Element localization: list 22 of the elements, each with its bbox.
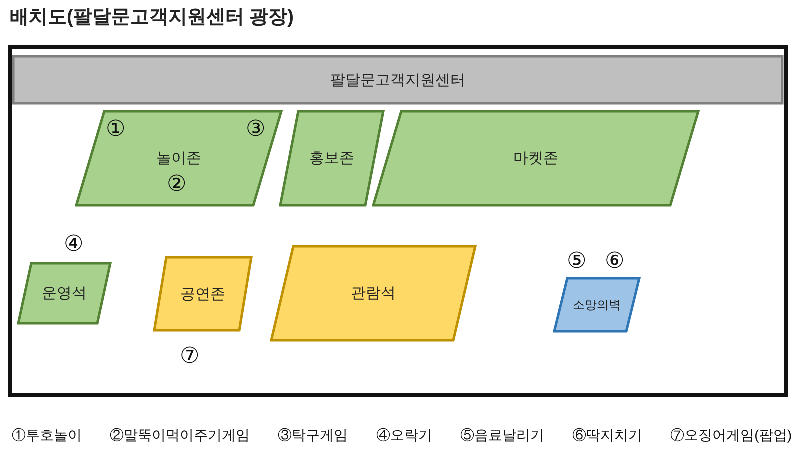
callout-number: ④	[64, 233, 84, 255]
key-text: ②말뚝이먹이주기게임	[110, 426, 250, 444]
key-text: ③탁구게임	[278, 426, 348, 444]
key-text: ①투호놀이	[12, 426, 82, 444]
key-text: ⑥딱지치기	[572, 426, 643, 444]
site-frame	[8, 45, 788, 397]
zone-area: 관람석	[270, 245, 477, 342]
zone-area: 공연존	[153, 256, 253, 332]
zone-area: 홍보존	[279, 110, 385, 207]
key-text: ④오락기	[376, 426, 432, 444]
callout-number: ⑥	[605, 250, 625, 272]
callout-number: ①	[106, 118, 126, 140]
callout-number: ⑤	[567, 250, 587, 272]
title: 배치도(팔달문고객지원센터 광장)	[10, 6, 294, 30]
callout-number: ⑦	[180, 345, 200, 367]
callout-number: ③	[246, 118, 266, 140]
building-band: 팔달문고객지원센터	[12, 55, 784, 105]
callout-number: ②	[167, 173, 187, 195]
zone-area: 소망의벽	[553, 277, 641, 333]
key-text: ⑤음료날리기	[460, 426, 544, 444]
key-text: ⑦오징어게임(팝업)	[670, 426, 792, 444]
zone-area: 운영석	[17, 262, 112, 325]
